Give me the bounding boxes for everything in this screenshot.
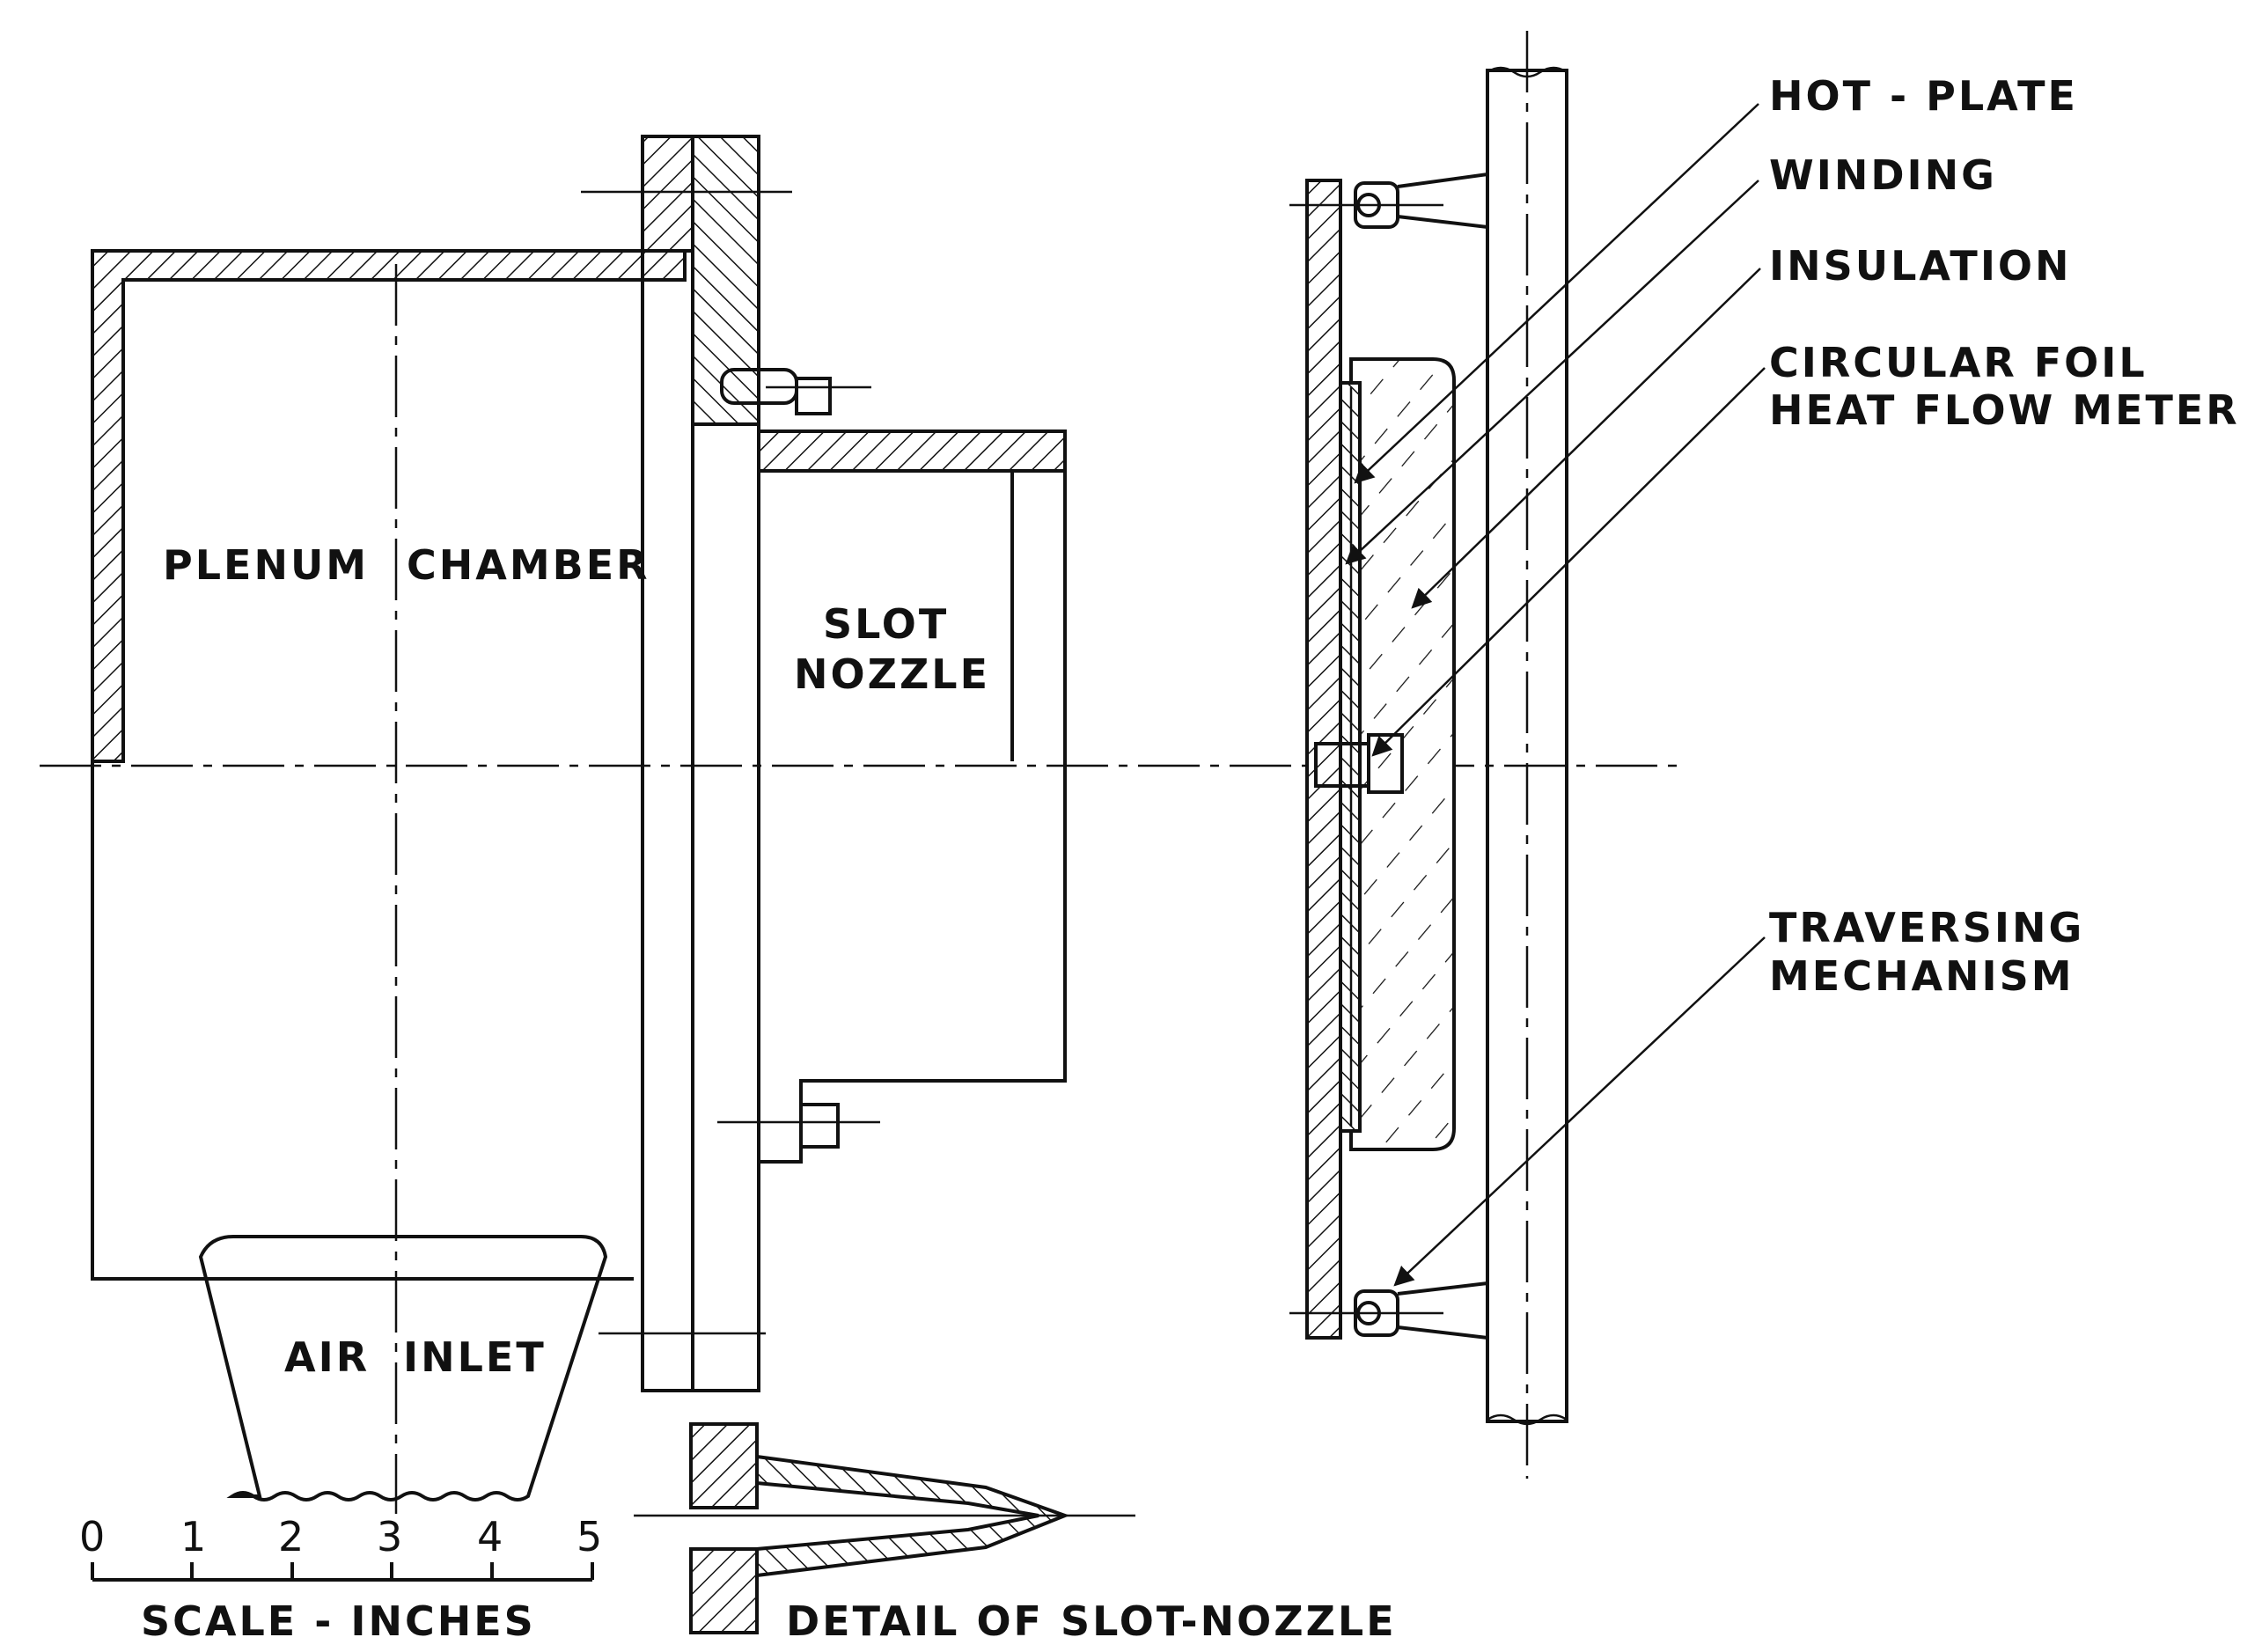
scale-tick-0: 0 bbox=[79, 1513, 105, 1560]
scale-bar: 0 1 2 3 4 5 SCALE - INCHES bbox=[79, 1513, 602, 1645]
label-air: AIR bbox=[284, 1333, 370, 1381]
label-plenum: PLENUM bbox=[163, 541, 369, 589]
callout-insulation: INSULATION bbox=[1769, 242, 2072, 290]
slot-nozzle-body bbox=[717, 368, 1067, 1164]
callout-foil-line1: CIRCULAR FOIL bbox=[1769, 339, 2148, 386]
scale-tick-4: 4 bbox=[477, 1513, 503, 1560]
air-inlet bbox=[198, 1235, 608, 1501]
scale-tick-2: 2 bbox=[278, 1513, 304, 1560]
callout-leaders bbox=[1345, 103, 1766, 1287]
centerlines bbox=[40, 264, 1681, 1514]
diagram-labels: PLENUM CHAMBER SLOT NOZZLE AIR INLET HOT… bbox=[163, 72, 2240, 1381]
label-chamber: CHAMBER bbox=[407, 541, 650, 589]
callout-hot-plate: HOT - PLATE bbox=[1769, 72, 2078, 120]
slot-nozzle-detail: DETAIL OF SLOT-NOZZLE bbox=[634, 1422, 1397, 1645]
hot-plate-assembly bbox=[1289, 31, 1568, 1479]
callout-winding: WINDING bbox=[1769, 151, 1997, 199]
callout-foil-line2: HEAT FLOW METER bbox=[1769, 386, 2240, 434]
nozzle-flange bbox=[581, 135, 792, 1392]
label-slot: SLOT bbox=[823, 600, 949, 648]
label-inlet: INLET bbox=[403, 1333, 547, 1381]
scale-tick-5: 5 bbox=[577, 1513, 602, 1560]
callout-traversing-line2: MECHANISM bbox=[1769, 952, 2075, 1000]
callout-traversing-line1: TRAVERSING bbox=[1769, 904, 2084, 951]
scale-caption: SCALE - INCHES bbox=[141, 1597, 536, 1645]
label-nozzle: NOZZLE bbox=[794, 650, 990, 698]
detail-caption: DETAIL OF SLOT-NOZZLE bbox=[786, 1597, 1397, 1645]
scale-tick-3: 3 bbox=[377, 1513, 402, 1560]
scale-tick-1: 1 bbox=[180, 1513, 206, 1560]
